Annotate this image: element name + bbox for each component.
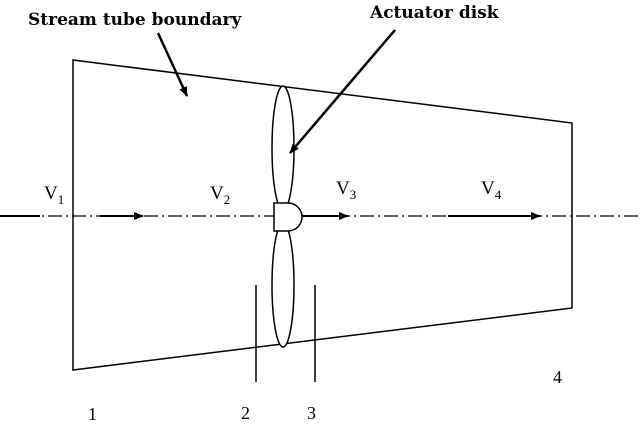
station-3-label: 3: [307, 403, 316, 423]
station-4-label: 4: [553, 367, 562, 387]
lower-blade: [271, 222, 295, 348]
stream-tube-outline: [72, 59, 573, 371]
actuator-disk-label: Actuator disk: [369, 3, 500, 23]
stream-tube-leader-arrow: [156, 32, 189, 97]
v2-label: V2: [210, 183, 230, 207]
station-1-label: 1: [88, 404, 97, 424]
v1-label: V1: [44, 183, 64, 207]
upper-blade: [271, 85, 295, 211]
v4-label: V4: [481, 178, 502, 202]
actuator-disk-leader-arrow: [289, 29, 396, 154]
stream-tube-label: Stream tube boundary: [28, 10, 242, 30]
station-2-label: 2: [241, 403, 250, 423]
disk-hub: [273, 202, 303, 232]
v3-label: V3: [336, 178, 356, 202]
